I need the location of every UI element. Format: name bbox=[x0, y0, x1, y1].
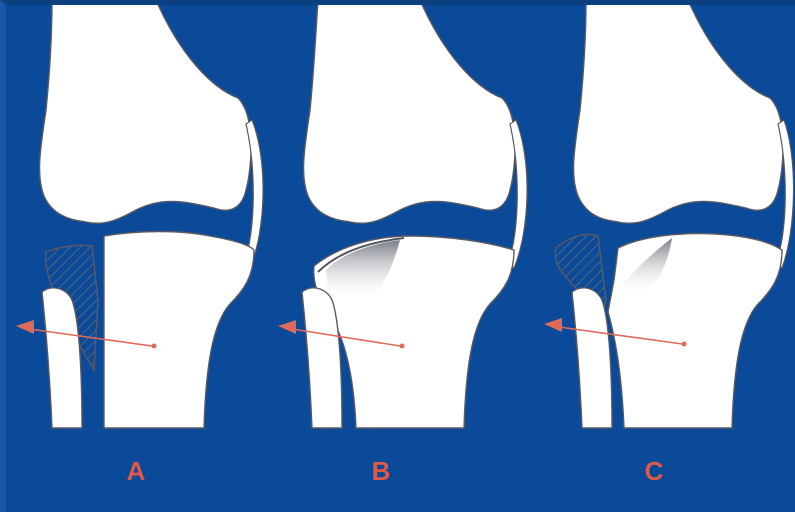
panel-label-a: A bbox=[116, 456, 156, 486]
panel-label-c: C bbox=[634, 456, 674, 486]
tibia-c bbox=[608, 234, 782, 428]
femur-c bbox=[574, 0, 784, 223]
panel-label-b: B bbox=[361, 456, 401, 486]
femur-a bbox=[40, 0, 252, 223]
fibula-c bbox=[572, 288, 612, 428]
panel-a bbox=[16, 0, 263, 428]
femur-b bbox=[304, 0, 516, 223]
tibia-a bbox=[104, 232, 254, 429]
panel-c bbox=[544, 0, 794, 428]
panel-b bbox=[278, 0, 527, 428]
